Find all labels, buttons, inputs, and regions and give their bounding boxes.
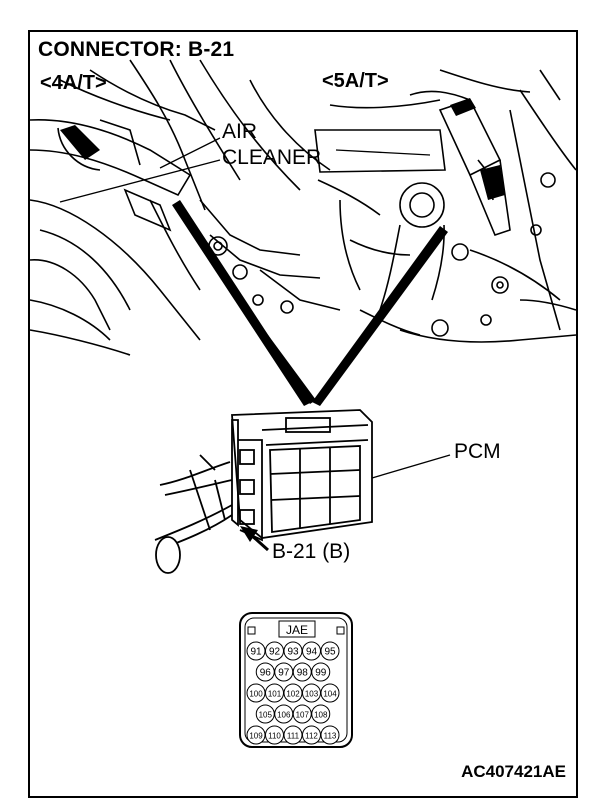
connector-pin-number: 102 [286,690,300,699]
air-cleaner-leaders [59,137,431,203]
connector-maker-label: JAE [286,623,308,637]
connector-pin [320,725,340,745]
connector-pin-number: 99 [315,668,327,679]
connector-pin-number: 108 [314,711,328,720]
document-id: AC407421AE [461,762,566,781]
connector-pin-number: 113 [324,732,337,741]
connector-pin-number: 109 [249,732,263,741]
connector-arrow [240,526,269,552]
pin-grid: 91 92 93 94 95 96 97 98 99 100 101 102 103 104 105 106 1… [246,641,340,745]
air-cleaner-label-line1: AIR [222,120,258,143]
variant-5at-label: <5A/T> [322,70,389,92]
connector-pin-number: 91 [250,647,262,658]
diagram-title: CONNECTOR: B-21 [38,38,235,61]
connector-pin [320,683,340,703]
pcm-label: PCM [454,440,501,463]
variant-4at-label: <4A/T> [40,72,107,94]
connector-pin-number: 92 [269,647,281,658]
connector-pin-number: 111 [287,732,300,741]
connector-pin [311,704,331,724]
air-cleaner-label-line2: CLEANER [222,146,322,169]
connector-pin-number: 93 [287,647,299,658]
pcm-leader [371,454,451,479]
connector-pin-number: 94 [306,647,318,658]
connector-face: JAE 91 92 93 94 95 96 97 98 99 100 101 102 103 104 105… [239,612,353,748]
connector-pin-number: 110 [268,732,281,741]
connector-label: B-21 (B) [272,540,351,563]
connector-pin-number: 105 [259,711,273,720]
connector-pin-number: 96 [260,668,272,679]
connector-pin [320,641,340,661]
hose-shading [60,98,505,200]
connector-pin-number: 103 [305,690,319,699]
connector-pin-number: 95 [324,647,336,658]
connector-pin-number: 106 [277,711,291,720]
connector-pin-number: 97 [278,668,290,679]
connector-pin-number: 104 [323,690,337,699]
engine-bay-lines [29,59,577,356]
connector-pin-number: 98 [297,668,309,679]
connector-pin [311,662,331,682]
pointer-v [172,200,448,406]
connector-pin-number: 112 [305,732,318,741]
connector-pin-number: 107 [296,711,310,720]
connector-pin-number: 101 [268,690,282,699]
connector-pin-number: 100 [249,690,263,699]
